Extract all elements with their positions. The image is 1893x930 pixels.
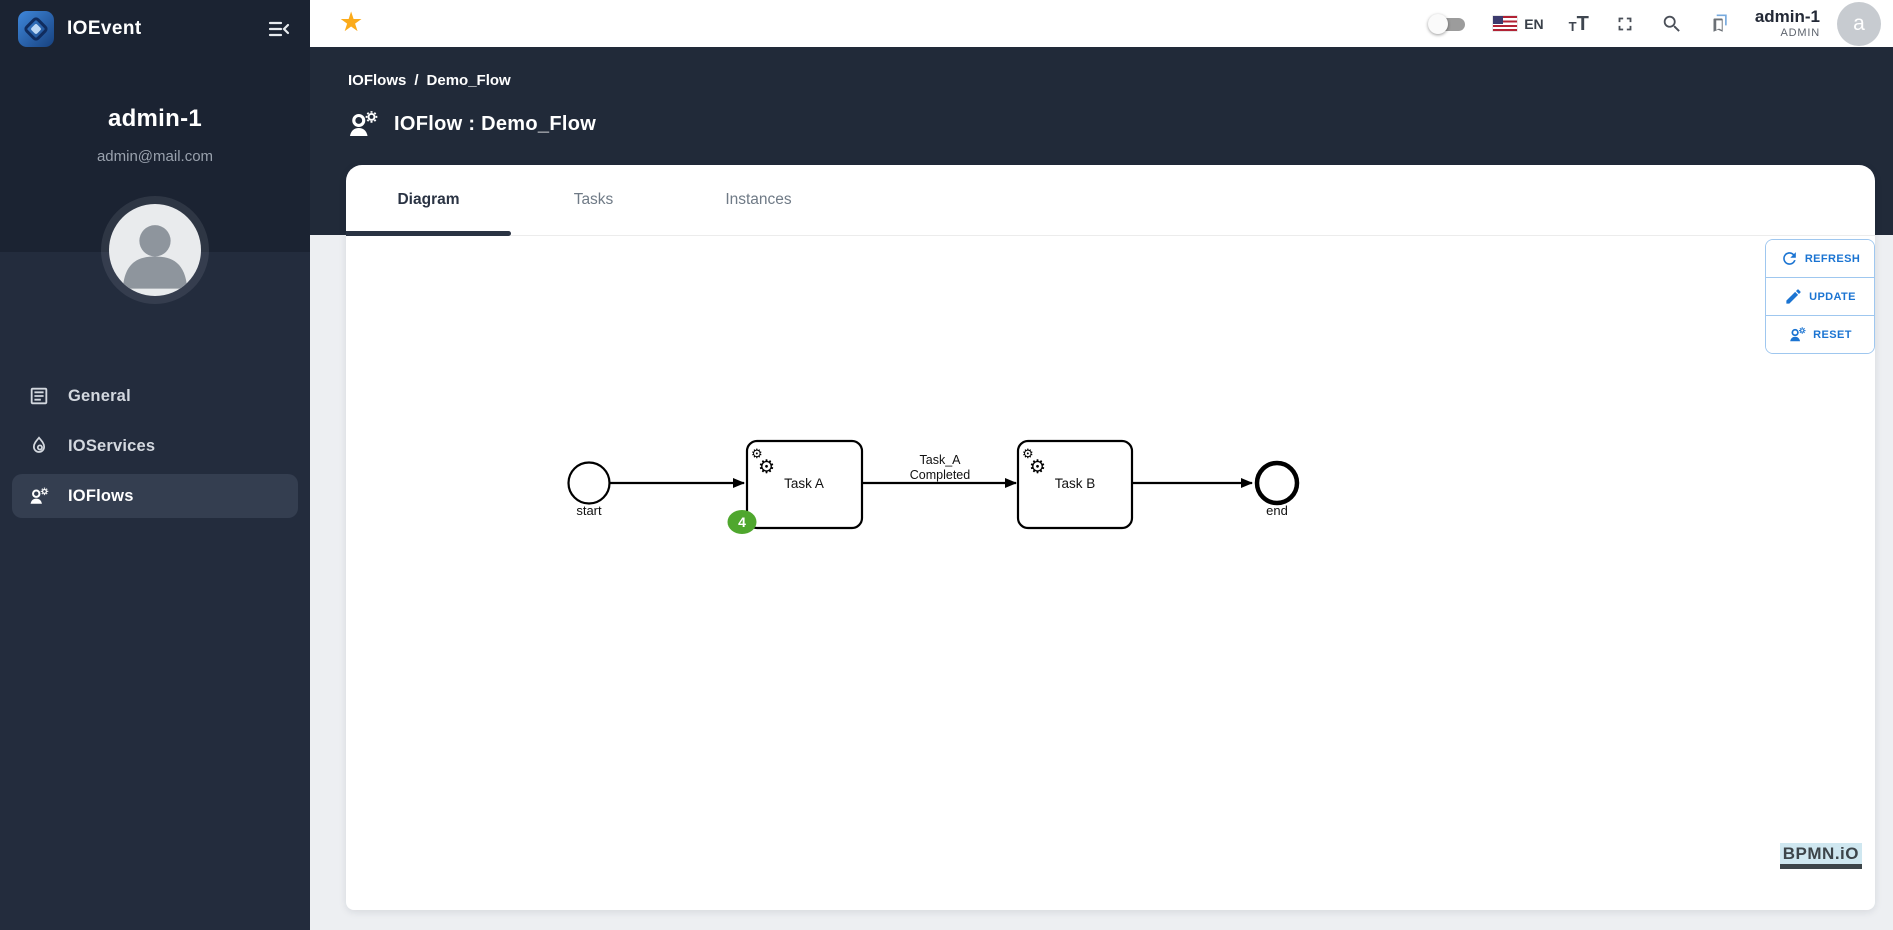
bpmn-io-watermark[interactable]: BPMN.iO: [1779, 843, 1862, 869]
breadcrumb-separator: /: [414, 72, 419, 89]
bpmn-start-label: start: [576, 503, 602, 518]
theme-toggle[interactable]: [1428, 13, 1468, 35]
diagram-canvas[interactable]: REFRESH UPDATE: [346, 236, 1875, 910]
canvas-actions: REFRESH UPDATE: [1765, 239, 1875, 354]
bpmn-task-b-label: Task B: [1055, 476, 1096, 491]
topbar-user-menu[interactable]: admin-1 ADMIN: [1755, 7, 1820, 39]
bookmarks-icon[interactable]: [1708, 13, 1730, 35]
bpmn-flow-label-line1: Task_A: [920, 453, 962, 467]
sidebar-item-ioflows[interactable]: IOFlows: [12, 474, 298, 518]
topbar-user-role: ADMIN: [1780, 26, 1820, 39]
service-gear-icon: ⚙: [1029, 457, 1046, 478]
favorite-star-icon[interactable]: ★: [339, 7, 364, 37]
toggle-knob: [1428, 13, 1449, 34]
tab-instances[interactable]: Instances: [725, 191, 792, 208]
breadcrumb-current: Demo_Flow: [426, 72, 511, 89]
app-name: IOEvent: [67, 18, 142, 39]
reset-button[interactable]: RESET: [1766, 315, 1874, 353]
sidebar-menu: General IOServices: [0, 374, 310, 524]
document-icon: [28, 385, 50, 407]
page-title: IOFlow : Demo_Flow: [394, 112, 597, 135]
tab-diagram[interactable]: Diagram: [397, 191, 460, 208]
sidebar-lower-panel: [0, 252, 310, 930]
refresh-label: REFRESH: [1804, 252, 1861, 265]
person-gear-icon: [28, 485, 50, 507]
sidebar-user-email: admin@mail.com: [96, 148, 214, 165]
sidebar-item-label: IOFlows: [68, 486, 134, 505]
tab-tasks[interactable]: Tasks: [573, 191, 614, 208]
bpmn-task-a[interactable]: [745, 439, 864, 530]
topbar-avatar[interactable]: a: [1837, 1, 1881, 46]
sidebar-header: IOEvent: [0, 0, 310, 58]
bpmn-flow-label-line2: Completed: [910, 468, 970, 482]
person-gear-icon: [346, 107, 380, 141]
instance-count-badge: [727, 510, 757, 534]
bpmn-start-event[interactable]: [567, 461, 611, 505]
tab-bar: Diagram Tasks Instances: [346, 165, 1875, 236]
update-label: UPDATE: [1809, 290, 1856, 303]
app-logo-icon: [18, 11, 54, 47]
instance-count: 4: [738, 514, 746, 530]
active-tab-indicator: [346, 231, 511, 236]
sidebar-collapse-icon[interactable]: [266, 16, 292, 42]
update-button[interactable]: UPDATE: [1766, 277, 1874, 315]
topbar-user-name: admin-1: [1754, 7, 1820, 27]
pencil-icon: [1784, 287, 1803, 306]
person-gear-icon: [1788, 325, 1807, 344]
bpmn-diagram: start ⚙ ⚙ Task A 4 Task_A Completed ⚙ ⚙ …: [567, 439, 1300, 534]
reset-label: RESET: [1813, 328, 1852, 341]
refresh-button[interactable]: REFRESH: [1766, 240, 1874, 277]
sidebar-item-label: IOServices: [68, 436, 156, 455]
sidebar: IOEvent admin-1 admin@mail.com General: [0, 0, 310, 930]
bpmn-task-b[interactable]: [1016, 439, 1134, 530]
service-gear-icon: ⚙: [751, 446, 763, 461]
service-gear-icon: ⚙: [1022, 446, 1034, 461]
avatar-letter: a: [1853, 11, 1865, 35]
main-card: Diagram Tasks Instances REFRESH: [346, 165, 1875, 910]
refresh-icon: [1780, 249, 1799, 268]
us-flag-icon: [1493, 16, 1518, 31]
bpmn-task-a-label: Task A: [784, 476, 824, 491]
sidebar-item-label: General: [68, 386, 131, 405]
bpmn-end-event[interactable]: [1254, 460, 1300, 506]
language-selector[interactable]: EN: [1493, 15, 1544, 32]
breadcrumb: IOFlows / Demo_Flow: [348, 72, 511, 89]
bpmn-end-label: end: [1266, 503, 1288, 518]
page-title-row: IOFlow : Demo_Flow: [346, 107, 596, 141]
breadcrumb-parent[interactable]: IOFlows: [348, 72, 407, 89]
sidebar-avatar: [109, 204, 201, 296]
flame-icon: [28, 435, 50, 457]
fullscreen-icon[interactable]: [1614, 13, 1636, 35]
language-code: EN: [1524, 15, 1544, 32]
sidebar-item-general[interactable]: General: [12, 374, 298, 418]
sidebar-user-name: admin-1: [107, 105, 203, 132]
search-icon[interactable]: [1661, 13, 1683, 35]
sidebar-item-ioservices[interactable]: IOServices: [12, 424, 298, 468]
service-gear-icon: ⚙: [758, 457, 775, 478]
